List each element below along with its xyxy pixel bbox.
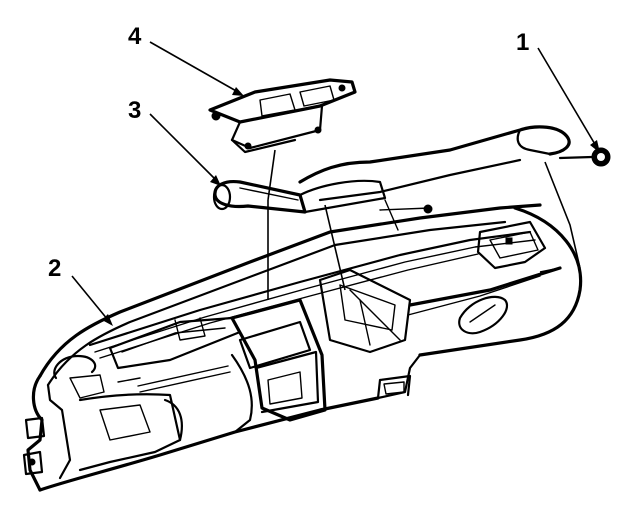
callout-3-label: 3 — [128, 97, 141, 124]
callout-1-label: 1 — [516, 29, 529, 56]
fastener-bolt — [379, 147, 611, 214]
defroster-duct — [212, 179, 387, 214]
callout-leaders — [71, 41, 600, 326]
callout-2-label: 2 — [48, 255, 61, 282]
upper-trim-panel — [298, 125, 571, 231]
callout-4-label: 4 — [128, 23, 142, 50]
instrument-panel-carrier — [22, 203, 583, 492]
assembly-guide-lines — [267, 149, 581, 300]
center-vent-bracket — [208, 78, 357, 154]
